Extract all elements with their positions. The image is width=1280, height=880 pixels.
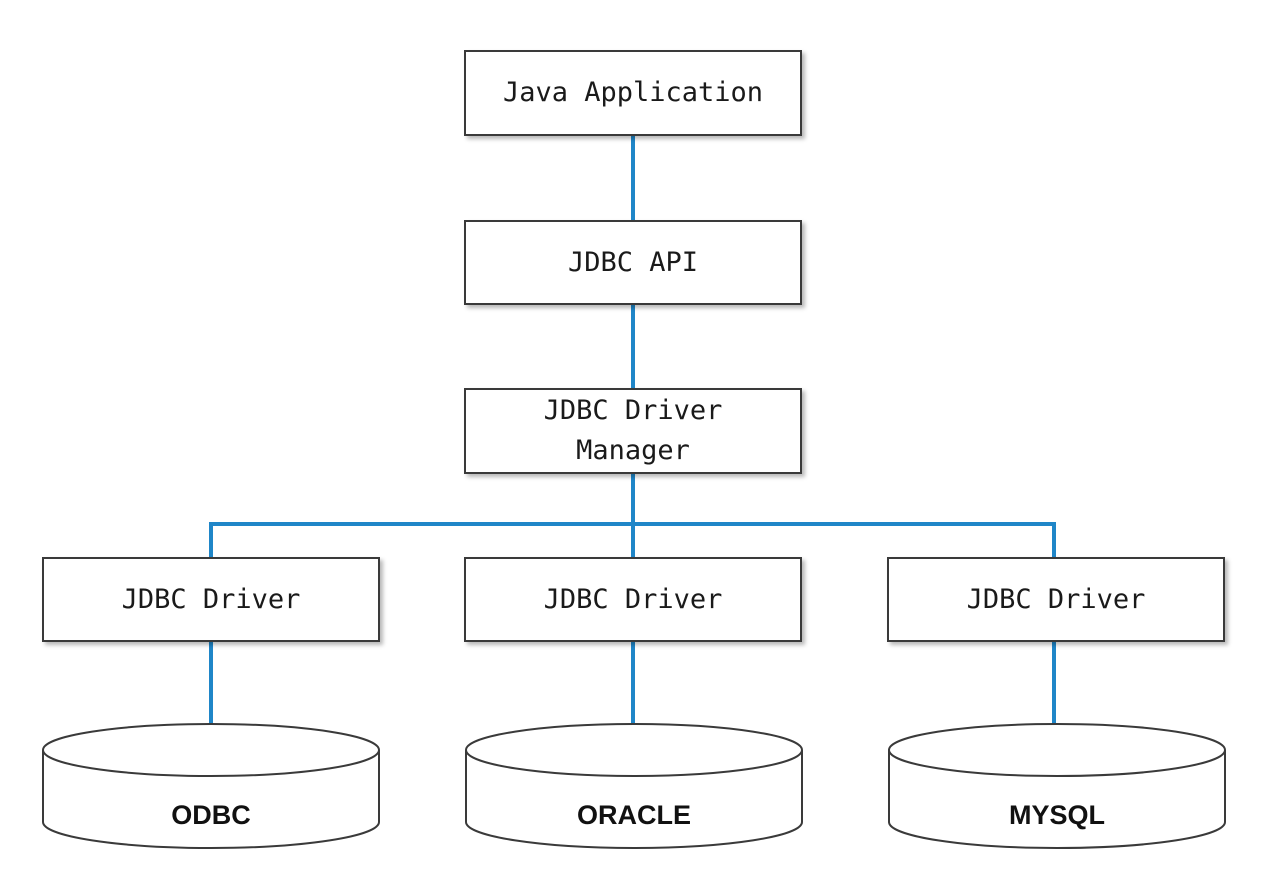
database-icon <box>465 723 803 849</box>
mysql-database-cylinder: MYSQL <box>887 722 1227 852</box>
java-application-box: Java Application <box>464 50 802 136</box>
oracle-database-cylinder: ORACLE <box>464 722 804 852</box>
odbc-database-cylinder: ODBC <box>41 722 381 852</box>
jdbc-driver-box-odbc: JDBC Driver <box>42 557 380 642</box>
odbc-label: ODBC <box>171 800 251 830</box>
jdbc-driver-manager-box: JDBC Driver Manager <box>464 388 802 474</box>
jdbc-driver-box-oracle: JDBC Driver <box>464 557 802 642</box>
jdbc-api-box: JDBC API <box>464 220 802 305</box>
database-icon <box>42 723 380 849</box>
mysql-label: MYSQL <box>1008 800 1105 830</box>
database-icon <box>888 723 1226 849</box>
jdbc-driver-box-mysql: JDBC Driver <box>887 557 1225 642</box>
oracle-label: ORACLE <box>577 800 691 830</box>
